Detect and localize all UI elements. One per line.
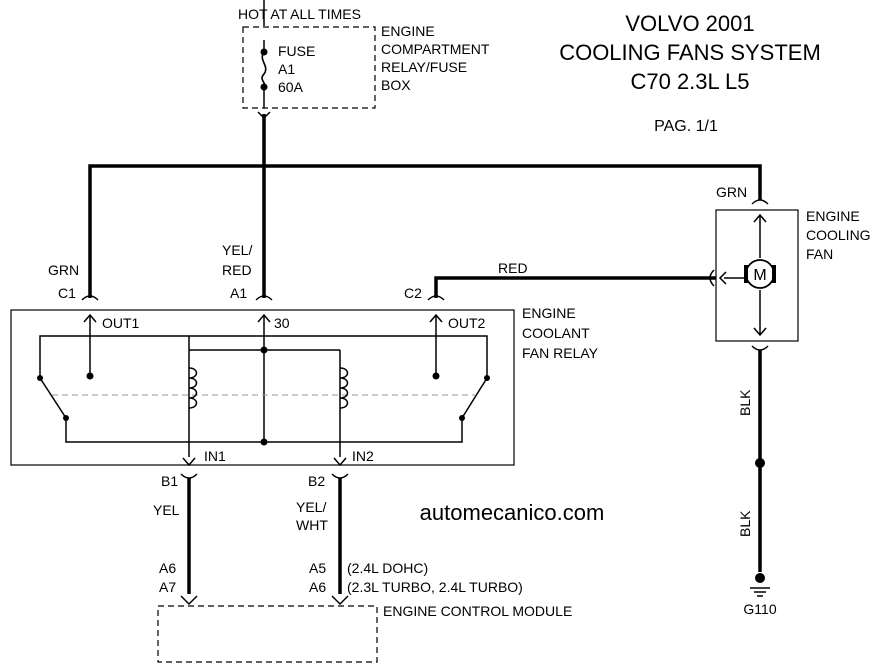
yel-wire-label: YEL	[153, 502, 180, 518]
motor-icon	[724, 259, 776, 289]
ecm-pin-right-arrow-icon	[331, 595, 349, 606]
title-make-year: VOLVO 2001	[625, 11, 754, 36]
relay-switch-left-icon	[37, 375, 69, 421]
grn-wire-label: GRN	[48, 262, 79, 278]
relay-coil-1-icon	[188, 367, 198, 409]
fuse-label: FUSE	[278, 43, 315, 59]
pin-in2-label: IN2	[352, 448, 374, 464]
ecm-pin-a6-left: A6	[159, 560, 176, 576]
fuse-box-outline	[242, 26, 376, 109]
fuse-box-name-4: BOX	[381, 77, 411, 93]
fan-name-3: FAN	[806, 246, 833, 262]
connector-c1-label: C1	[58, 285, 76, 301]
relay-coil-2-icon	[339, 367, 349, 409]
fan-outline	[715, 209, 799, 342]
pin-out2-label: OUT2	[448, 315, 486, 331]
b1-connector-icon	[180, 473, 198, 479]
blk-wire-label-upper: BLK	[737, 389, 753, 416]
ecm-name: ENGINE CONTROL MODULE	[383, 603, 572, 619]
motor-symbol: M	[753, 267, 766, 284]
ecm-pin-a7: A7	[159, 579, 176, 595]
fuse-rating-label: 60A	[278, 79, 304, 95]
fan-name-2: COOLING	[806, 227, 871, 243]
out1-arrow-icon	[83, 313, 97, 323]
relay-name-2: COOLANT	[522, 325, 590, 341]
relay-name-1: ENGINE	[522, 305, 576, 321]
fuse-box-name-2: COMPARTMENT	[381, 41, 490, 57]
fuse-box-name-3: RELAY/FUSE	[381, 59, 467, 75]
fuse-box-name-1: ENGINE	[381, 23, 435, 39]
ecm-pin-a6-right: A6	[309, 579, 326, 595]
pin-out1-label: OUT1	[102, 315, 140, 331]
c1-connector-icon	[81, 295, 99, 301]
relay-internal-wiring	[39, 316, 488, 457]
out2-arrow-icon	[429, 313, 443, 323]
ground-label: G110	[743, 601, 776, 617]
fuse-id-label: A1	[278, 61, 295, 77]
yel-wht-wire-label-1: YEL/	[296, 499, 326, 515]
fan-top-arrow-icon	[753, 213, 767, 223]
connector-a1-label: A1	[230, 285, 247, 301]
title-model: C70 2.3L L5	[630, 69, 749, 94]
yel-red-wire-label-1: YEL/	[222, 242, 252, 258]
fuse-symbol-icon	[260, 48, 268, 91]
in2-arrow-icon	[333, 457, 347, 467]
fan-red-connector-icon	[709, 269, 715, 287]
blk-splice-icon	[755, 458, 765, 468]
pin-in1-label: IN1	[204, 448, 226, 464]
c2-connector-icon	[427, 295, 445, 301]
pin-30-label: 30	[274, 315, 290, 331]
hot-at-all-times-label: HOT AT ALL TIMES	[238, 6, 361, 22]
yel-red-wire-label-2: RED	[222, 262, 252, 278]
red-wire-label: RED	[498, 260, 528, 276]
relay-outline	[10, 309, 515, 466]
grn-fan-wire-label: GRN	[716, 184, 747, 200]
relay-switch-right-icon	[459, 375, 490, 421]
blk-wire-label-lower: BLK	[737, 510, 753, 537]
yel-wht-wire-label-2: WHT	[296, 517, 328, 533]
pin30-arrow-icon	[257, 313, 271, 323]
a1-connector-icon	[255, 295, 273, 301]
ecm-pin-left-arrow-icon	[180, 595, 198, 606]
connector-c2-label: C2	[404, 285, 422, 301]
title-system: COOLING FANS SYSTEM	[559, 40, 821, 65]
fan-name-1: ENGINE	[806, 208, 860, 224]
fan-bottom-connector-icon	[751, 345, 769, 351]
ecm-pin-a5: A5	[309, 560, 326, 576]
fan-red-arrow-icon	[718, 271, 727, 285]
relay-name-3: FAN RELAY	[522, 345, 599, 361]
page-number: PAG. 1/1	[654, 118, 718, 135]
grn-wire	[88, 164, 762, 298]
red-wire	[434, 276, 716, 298]
fan-bottom-arrow-icon	[753, 327, 767, 337]
in1-arrow-icon	[182, 457, 196, 467]
ecm-note-1: (2.4L DOHC)	[347, 560, 428, 576]
b2-connector-icon	[331, 473, 349, 479]
connector-b1-label: B1	[161, 473, 178, 489]
ground-icon	[750, 573, 770, 597]
fan-top-connector-icon	[751, 199, 769, 205]
ecm-outline	[157, 605, 378, 663]
website-label: automecanico.com	[420, 500, 605, 525]
ecm-note-2: (2.3L TURBO, 2.4L TURBO)	[347, 579, 523, 595]
connector-b2-label: B2	[308, 473, 325, 489]
